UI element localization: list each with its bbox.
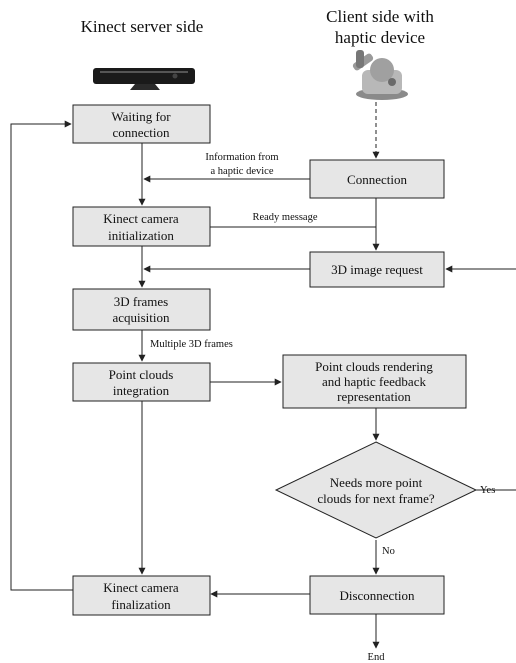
node-frames-acq: 3D frames acquisition <box>72 288 211 331</box>
node-frames-acq-line1: 3D frames <box>114 294 169 309</box>
node-pc-rendering-line1: Point clouds rendering <box>315 359 433 374</box>
edge-label-yes: Yes <box>480 485 495 496</box>
node-needs-more-line2: clouds for next frame? <box>317 491 435 506</box>
node-pc-rendering-line2: and haptic feedback <box>322 374 426 389</box>
edge-label-info-line2: a haptic device <box>211 166 274 177</box>
node-waiting: Waiting for connection <box>72 104 211 144</box>
connectors <box>10 102 516 649</box>
node-connection: Connection <box>309 159 445 199</box>
edge-label-end: End <box>368 652 386 663</box>
edge-label-ready: Ready message <box>252 212 317 223</box>
edge-label-no: No <box>382 546 395 557</box>
server-side-header: Kinect server side <box>81 17 204 36</box>
node-image-request: 3D image request <box>309 251 445 288</box>
client-side-header-line2: haptic device <box>335 28 425 47</box>
node-kinect-init-line1: Kinect camera <box>103 211 179 226</box>
node-pc-rendering-line3: representation <box>337 389 411 404</box>
node-kinect-init: Kinect camera initialization <box>72 206 211 247</box>
node-pc-integration: Point clouds integration <box>72 362 211 402</box>
node-kinect-init-line2: initialization <box>108 228 174 243</box>
client-side-header-line1: Client side with <box>326 7 434 26</box>
node-needs-more-line1: Needs more point <box>330 475 423 490</box>
node-waiting-line1: Waiting for <box>111 109 171 124</box>
node-disconnection: Disconnection <box>309 575 445 615</box>
node-finalization: Kinect camera finalization <box>72 575 211 616</box>
node-needs-more-decision: Needs more point clouds for next frame? <box>274 441 478 539</box>
node-disconnection-label: Disconnection <box>339 588 415 603</box>
node-pc-integration-line1: Point clouds <box>109 367 174 382</box>
node-connection-label: Connection <box>347 172 407 187</box>
node-pc-integration-line2: integration <box>113 383 170 398</box>
node-finalization-line1: Kinect camera <box>103 580 179 595</box>
node-finalization-line2: finalization <box>111 597 171 612</box>
node-image-request-label: 3D image request <box>331 262 423 277</box>
node-pc-rendering: Point clouds rendering and haptic feedba… <box>282 354 467 409</box>
node-waiting-line2: connection <box>112 125 170 140</box>
node-frames-acq-line2: acquisition <box>112 310 170 325</box>
edge-label-info-line1: Information from <box>205 152 278 163</box>
kinect-sensor-icon <box>93 68 195 90</box>
haptic-device-icon <box>352 50 408 100</box>
edge-label-multiple-frames: Multiple 3D frames <box>150 339 233 350</box>
